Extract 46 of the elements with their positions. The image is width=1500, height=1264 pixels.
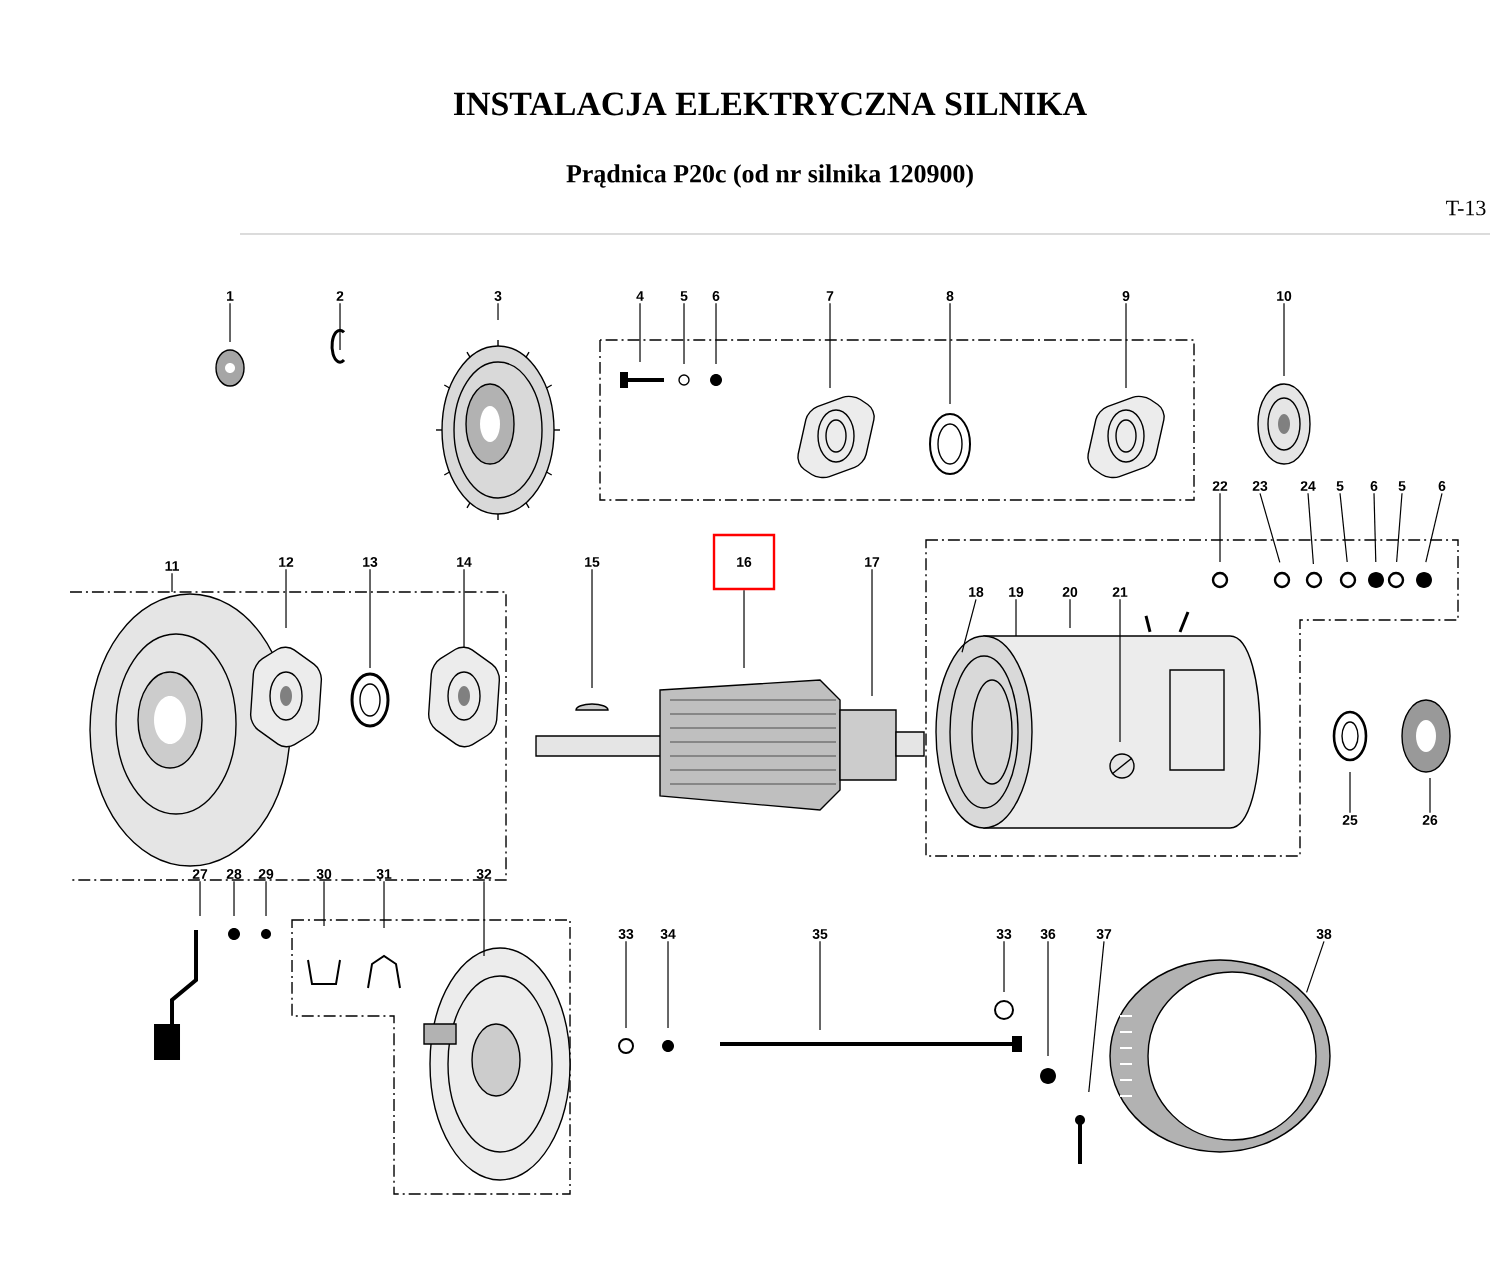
leader-line [1306,940,1325,993]
leader-line [463,568,465,649]
leader-line [265,880,267,917]
leader-line [1047,940,1049,1057]
leader-line [1125,302,1127,389]
leader-line [591,568,593,689]
leader-line [1003,940,1005,993]
leader-line [829,302,831,389]
leader-line [497,302,499,321]
leader-line [339,302,341,351]
leader-line [743,589,745,669]
leader-line [229,302,231,343]
leader-line [871,568,873,697]
leader-line [1373,492,1377,563]
leader-line [961,598,977,653]
leader-line [1219,492,1221,563]
leader-line [1088,940,1105,1093]
leader-line [285,568,287,629]
leader-line [199,880,201,917]
subtitle: Prądnica P20c (od nr silnika 120900) [566,164,973,188]
leader-line [667,940,669,1029]
leader-line [1349,771,1351,814]
leader-line [323,880,325,927]
leader-line [483,880,485,957]
leader-line [1307,492,1314,565]
leader-line [1396,492,1403,563]
leader-line [369,568,371,669]
leader-line [625,940,627,1029]
leader-line [1015,598,1017,637]
leader-line [171,572,173,593]
leader-line [233,880,235,917]
title: INSTALACJA ELEKTRYCZNA SILNIKA [454,92,1087,116]
leader-line [1425,492,1443,563]
leader-line [1429,777,1431,814]
leader-line [1069,598,1071,629]
leader-line [639,302,641,363]
leader-line [715,302,717,365]
leader-line [1119,598,1121,743]
leader-line [1259,492,1281,563]
leader-line [383,880,385,929]
leader-line [1339,492,1348,563]
leader-line [949,302,951,405]
page-number: T-13 [1446,200,1486,216]
leader-line [819,940,821,1031]
leader-line [683,302,685,365]
leader-line [1283,302,1285,377]
